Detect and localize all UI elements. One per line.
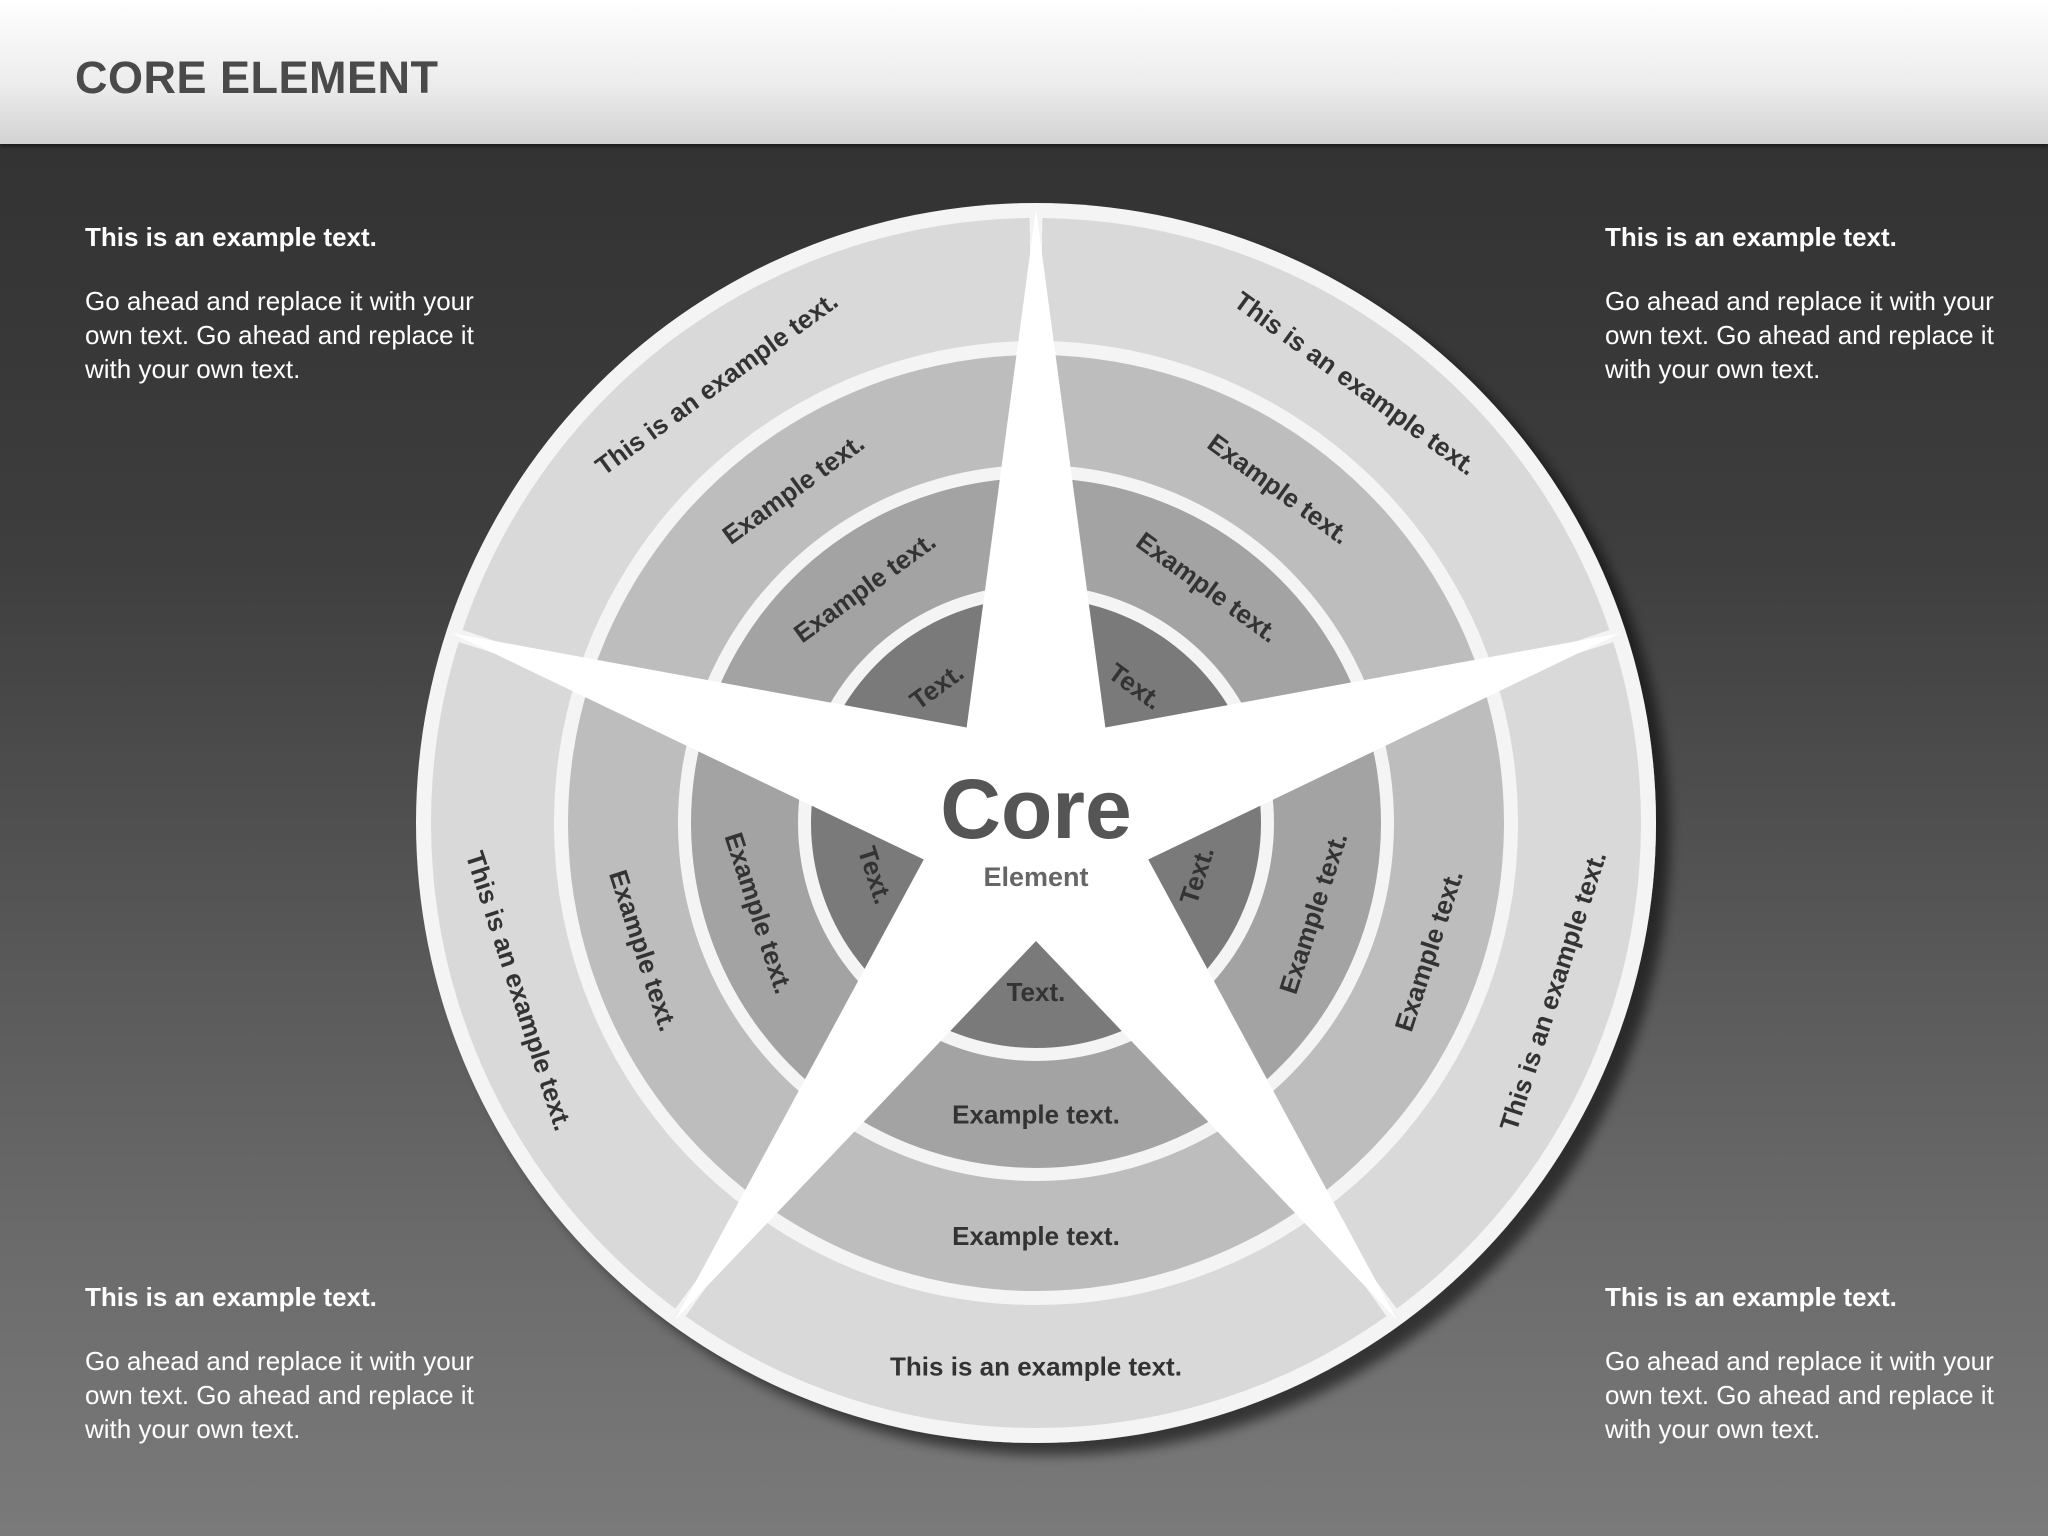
ring-3-label: Example text. [952, 1221, 1120, 1251]
note-heading: This is an example text. [1605, 222, 1897, 252]
ring-4-segment [685, 1215, 1387, 1429]
header-bar: CORE ELEMENT [0, 0, 2048, 144]
ring-1-label: Text. [1007, 977, 1066, 1007]
note-top-left: This is an example text. Go ahead and re… [85, 220, 485, 386]
ring-4-segment [462, 218, 1031, 670]
ring-4-segment [430, 642, 749, 1309]
ring-4-label: This is an example text. [890, 1352, 1182, 1382]
ring-3-segment [1039, 355, 1480, 709]
core-title: Core [940, 762, 1131, 856]
note-heading: This is an example text. [85, 222, 377, 252]
core-subtitle: Element [983, 862, 1088, 892]
ring-2-label: Example text. [952, 1100, 1120, 1130]
note-body: Go ahead and replace it with your own te… [85, 286, 474, 384]
note-heading: This is an example text. [85, 1282, 377, 1312]
note-body: Go ahead and replace it with your own te… [1605, 1346, 1994, 1444]
note-bottom-left: This is an example text. Go ahead and re… [85, 1280, 485, 1446]
page-title: CORE ELEMENT [75, 52, 439, 103]
note-body: Go ahead and replace it with your own te… [85, 1346, 474, 1444]
note-bottom-right: This is an example text. Go ahead and re… [1605, 1280, 2005, 1446]
ring-3-segment [567, 683, 823, 1199]
ring-2-segment [1038, 478, 1363, 748]
note-heading: This is an example text. [1605, 1282, 1897, 1312]
ring-2-segment [709, 478, 1034, 748]
ring-4-segment [1323, 642, 1642, 1309]
ring-2-segment [836, 1017, 1236, 1168]
note-body: Go ahead and replace it with your own te… [1605, 286, 1994, 384]
ring-4-segment [1041, 218, 1610, 670]
ring-3-segment [1249, 683, 1504, 1199]
ring-3-segment [592, 355, 1033, 709]
ring-2-segment [1177, 719, 1382, 1100]
note-top-right: This is an example text. Go ahead and re… [1605, 220, 2005, 386]
ring-3-segment [764, 1114, 1308, 1291]
ring-2-segment [691, 719, 895, 1100]
star-shape [452, 209, 1620, 1320]
